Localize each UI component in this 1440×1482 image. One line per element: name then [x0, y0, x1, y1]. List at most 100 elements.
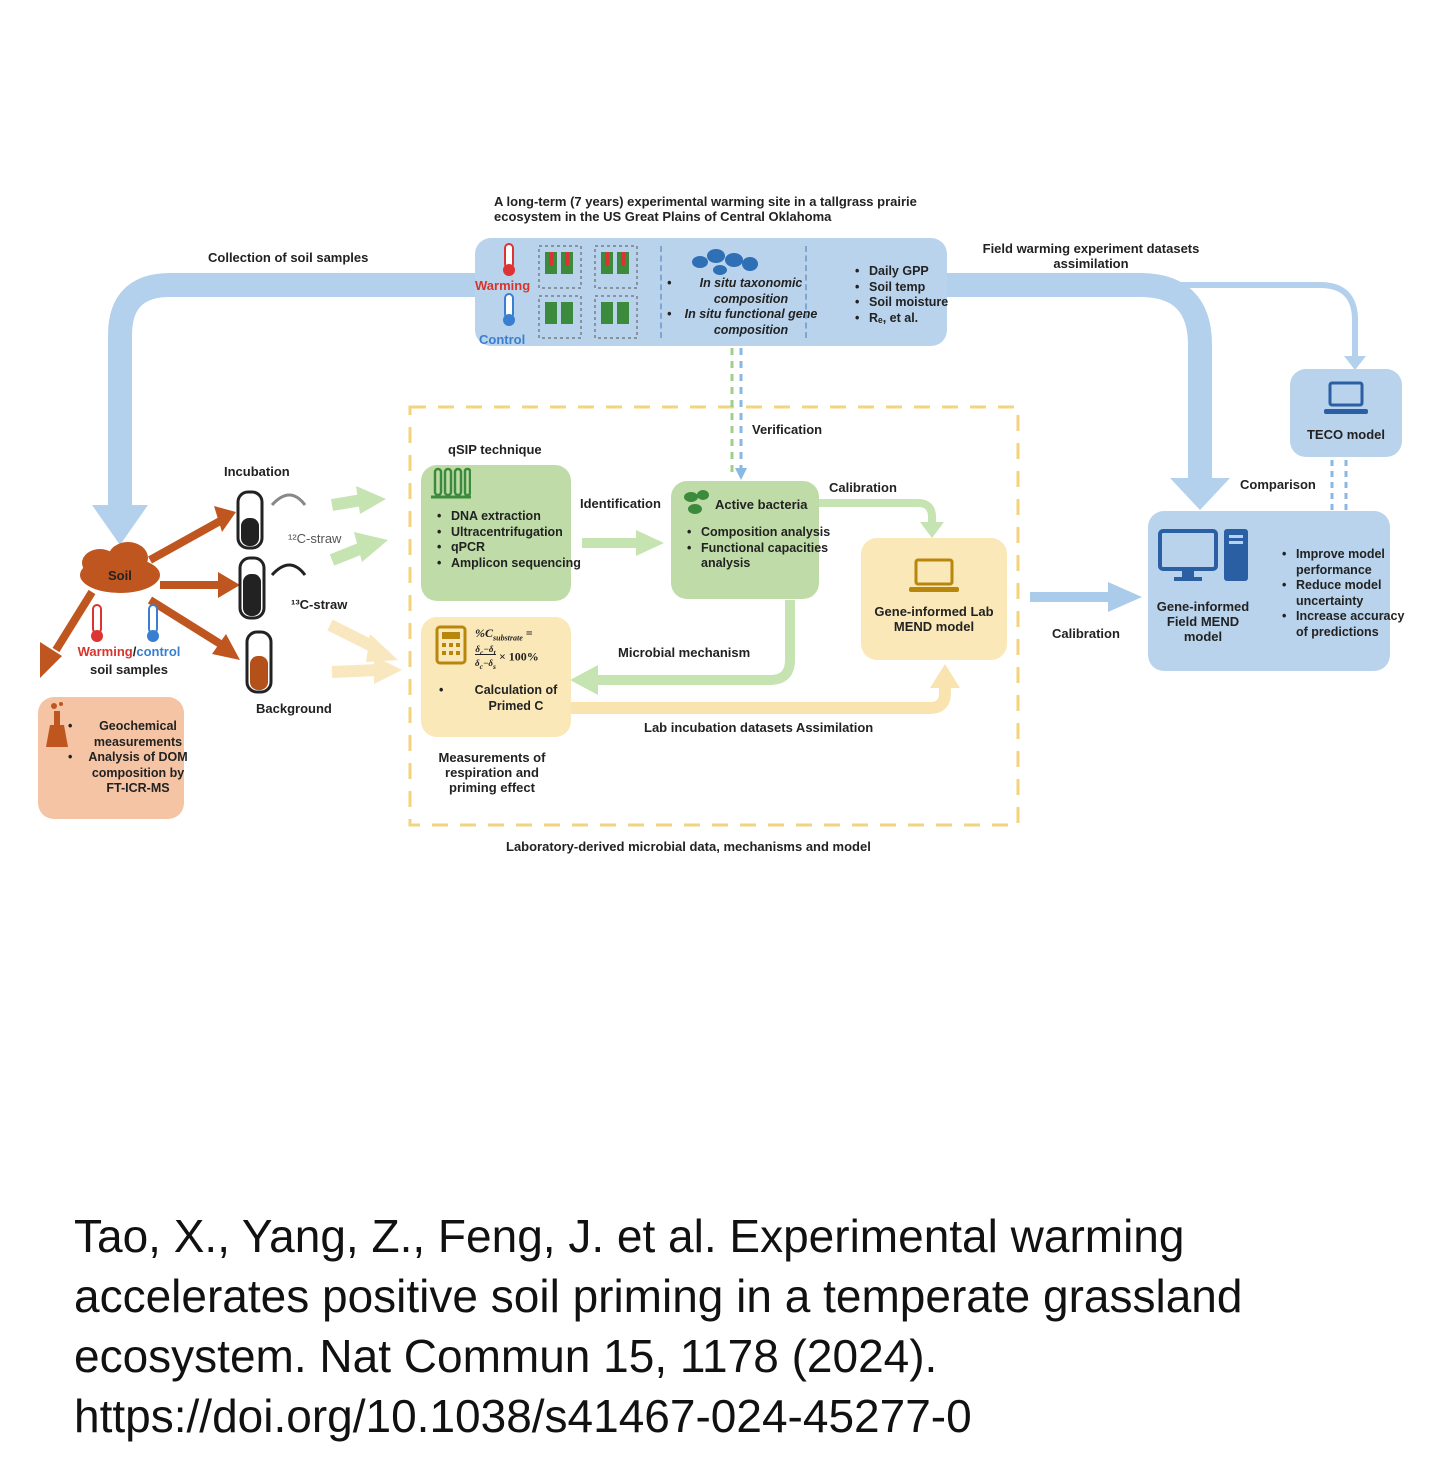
soil-arrow-2-head	[218, 572, 240, 598]
soil-samples-label: soil samples	[89, 662, 169, 677]
soil-arrow-down-head	[40, 642, 62, 678]
straw12-arrow	[331, 494, 363, 511]
field-mend-list: Improve model performance Reduce model u…	[1278, 547, 1412, 640]
geochem-list: Geochemical measurements Analysis of DOM…	[64, 719, 194, 797]
identification-arrow-head	[636, 530, 664, 556]
soil-arrow-down	[52, 589, 96, 653]
bacteria-cluster-icon	[692, 249, 758, 275]
qsip-item-dna: DNA extraction	[437, 509, 587, 525]
control-label: Control	[479, 332, 526, 347]
warming-control-label: Warming/control	[64, 644, 194, 659]
soil-arrow-3	[147, 596, 225, 649]
field-mend-box: Gene-informed Field MEND model Improve m…	[1148, 511, 1404, 671]
citation-doi-link[interactable]: https://doi.org/10.1038/s41467-024-45277…	[74, 1390, 972, 1442]
tube-icon-2	[238, 556, 266, 620]
soil-cloud-icon	[80, 542, 160, 593]
active-item-functional: Functional capacities analysis	[687, 541, 835, 572]
straw12-arrow-head	[356, 486, 386, 514]
control-word: control	[136, 644, 181, 659]
warming-label: Warming	[475, 278, 531, 293]
qsip-item-amplicon: Amplicon sequencing	[437, 556, 587, 572]
soil-label: Soil	[108, 568, 132, 583]
laptop-icon	[1324, 381, 1368, 414]
yellow-arrow-2-head	[374, 656, 402, 684]
field-mend-label: Gene-informed Field MEND model	[1156, 599, 1250, 644]
primed-c-list: Calculation of Primed C	[435, 683, 579, 714]
geochem-item-dom: Analysis of DOM composition by FT-ICR-MS	[68, 750, 194, 797]
active-bacteria-box: Active bacteria Composition analysis Fun…	[671, 481, 830, 599]
identification-label: Identification	[580, 496, 661, 511]
calculator-icon	[435, 625, 467, 665]
thermometer-red-icon	[91, 604, 103, 642]
assimilation-arrow	[570, 685, 951, 714]
field-assimilation-label: Field warming experiment datasets assimi…	[982, 241, 1200, 271]
collection-arrow-head	[92, 505, 148, 545]
yellow-arrow-1	[327, 619, 379, 654]
slash-separator: /	[132, 644, 137, 659]
measure-soil-moisture: Soil moisture	[855, 295, 969, 311]
calibration-arrow-head	[1108, 582, 1142, 612]
site-divider-2	[805, 246, 809, 338]
verification-label: Verification	[752, 422, 823, 437]
warming-word: Warming	[77, 644, 133, 659]
formula-sub: substrate	[493, 633, 523, 643]
primed-c-item: Calculation of Primed C	[439, 683, 579, 714]
insitu-item-taxonomic: In situ taxonomic composition	[667, 276, 821, 307]
field-item-accuracy: Increase accuracy of predictions	[1282, 609, 1412, 640]
qsip-title: qSIP technique	[448, 442, 542, 457]
test-tube-rack-icon	[431, 467, 471, 499]
comparison-label: Comparison	[1240, 477, 1316, 492]
citation-line-2: accelerates positive soil priming in a t…	[74, 1270, 1243, 1322]
background-label: Background	[256, 701, 332, 716]
verification-arrow-head	[735, 468, 747, 480]
lab-laptop-icon	[909, 558, 959, 592]
lab-assimilation-label: Lab incubation datasets Assimilation	[644, 720, 874, 735]
soil-arrow-1-head	[214, 506, 236, 532]
curved-arrow-gray-icon	[270, 493, 307, 507]
measurements-label: Measurements of respiration and priming …	[438, 750, 546, 795]
straw13-arrow	[329, 542, 365, 566]
formula-lhs: %C	[475, 626, 493, 640]
qsip-box: DNA extraction Ultracentrifugation qPCR …	[421, 465, 581, 601]
straw13-arrow-head	[354, 532, 388, 562]
measure-gpp: Daily GPP	[855, 264, 969, 280]
calibration-top-arrow-head	[920, 522, 944, 538]
active-bacteria-list: Composition analysis Functional capaciti…	[683, 525, 835, 572]
calibration-top-arrow	[818, 499, 936, 525]
incubation-label: Incubation	[224, 464, 290, 479]
soil-arrow-3-head	[212, 634, 240, 660]
collection-arrow	[108, 273, 480, 510]
mechanism-arrow-head	[570, 665, 598, 695]
site-measures-list: Daily GPP Soil temp Soil moisture Rₑ, et…	[851, 264, 969, 326]
calibration-right-label: Calibration	[1052, 626, 1120, 641]
insitu-list: In situ taxonomic composition In situ fu…	[663, 276, 821, 338]
tube-icon-1	[236, 490, 264, 550]
formula-numerator: δc−δt	[475, 644, 496, 658]
citation-line-1: Tao, X., Yang, Z., Feng, J. et al. Exper…	[74, 1210, 1185, 1262]
assimilation-arrow-head	[930, 664, 960, 688]
site-divider-1	[660, 246, 664, 338]
citation-text: Tao, X., Yang, Z., Feng, J. et al. Exper…	[74, 1206, 1374, 1446]
field-item-performance: Improve model performance	[1282, 547, 1412, 578]
teco-label: TECO model	[1306, 427, 1385, 442]
site-title: A long-term (7 years) experimental warmi…	[494, 194, 917, 224]
measure-soil-temp: Soil temp	[855, 280, 969, 296]
straw13-label: ¹³C-straw	[291, 597, 348, 612]
citation-line-3: ecosystem. Nat Commun 15, 1178 (2024).	[74, 1330, 938, 1382]
microbial-mechanism-label: Microbial mechanism	[618, 645, 751, 660]
formula-rhs: × 100%	[498, 649, 539, 664]
yellow-arrow-2	[331, 664, 379, 678]
plot-grid-icon	[538, 245, 638, 339]
field-item-uncertainty: Reduce model uncertainty	[1282, 578, 1412, 609]
lab-dashed-frame	[408, 405, 1020, 827]
qsip-item-qpcr: qPCR	[437, 540, 587, 556]
geochemical-box: Geochemical measurements Analysis of DOM…	[38, 697, 188, 819]
formula-denominator: δc−δs	[475, 658, 496, 671]
field-assim-arrow-head	[1170, 478, 1230, 510]
thermometer-blue-icon	[147, 604, 159, 642]
active-bacteria-label: Active bacteria	[715, 497, 808, 512]
